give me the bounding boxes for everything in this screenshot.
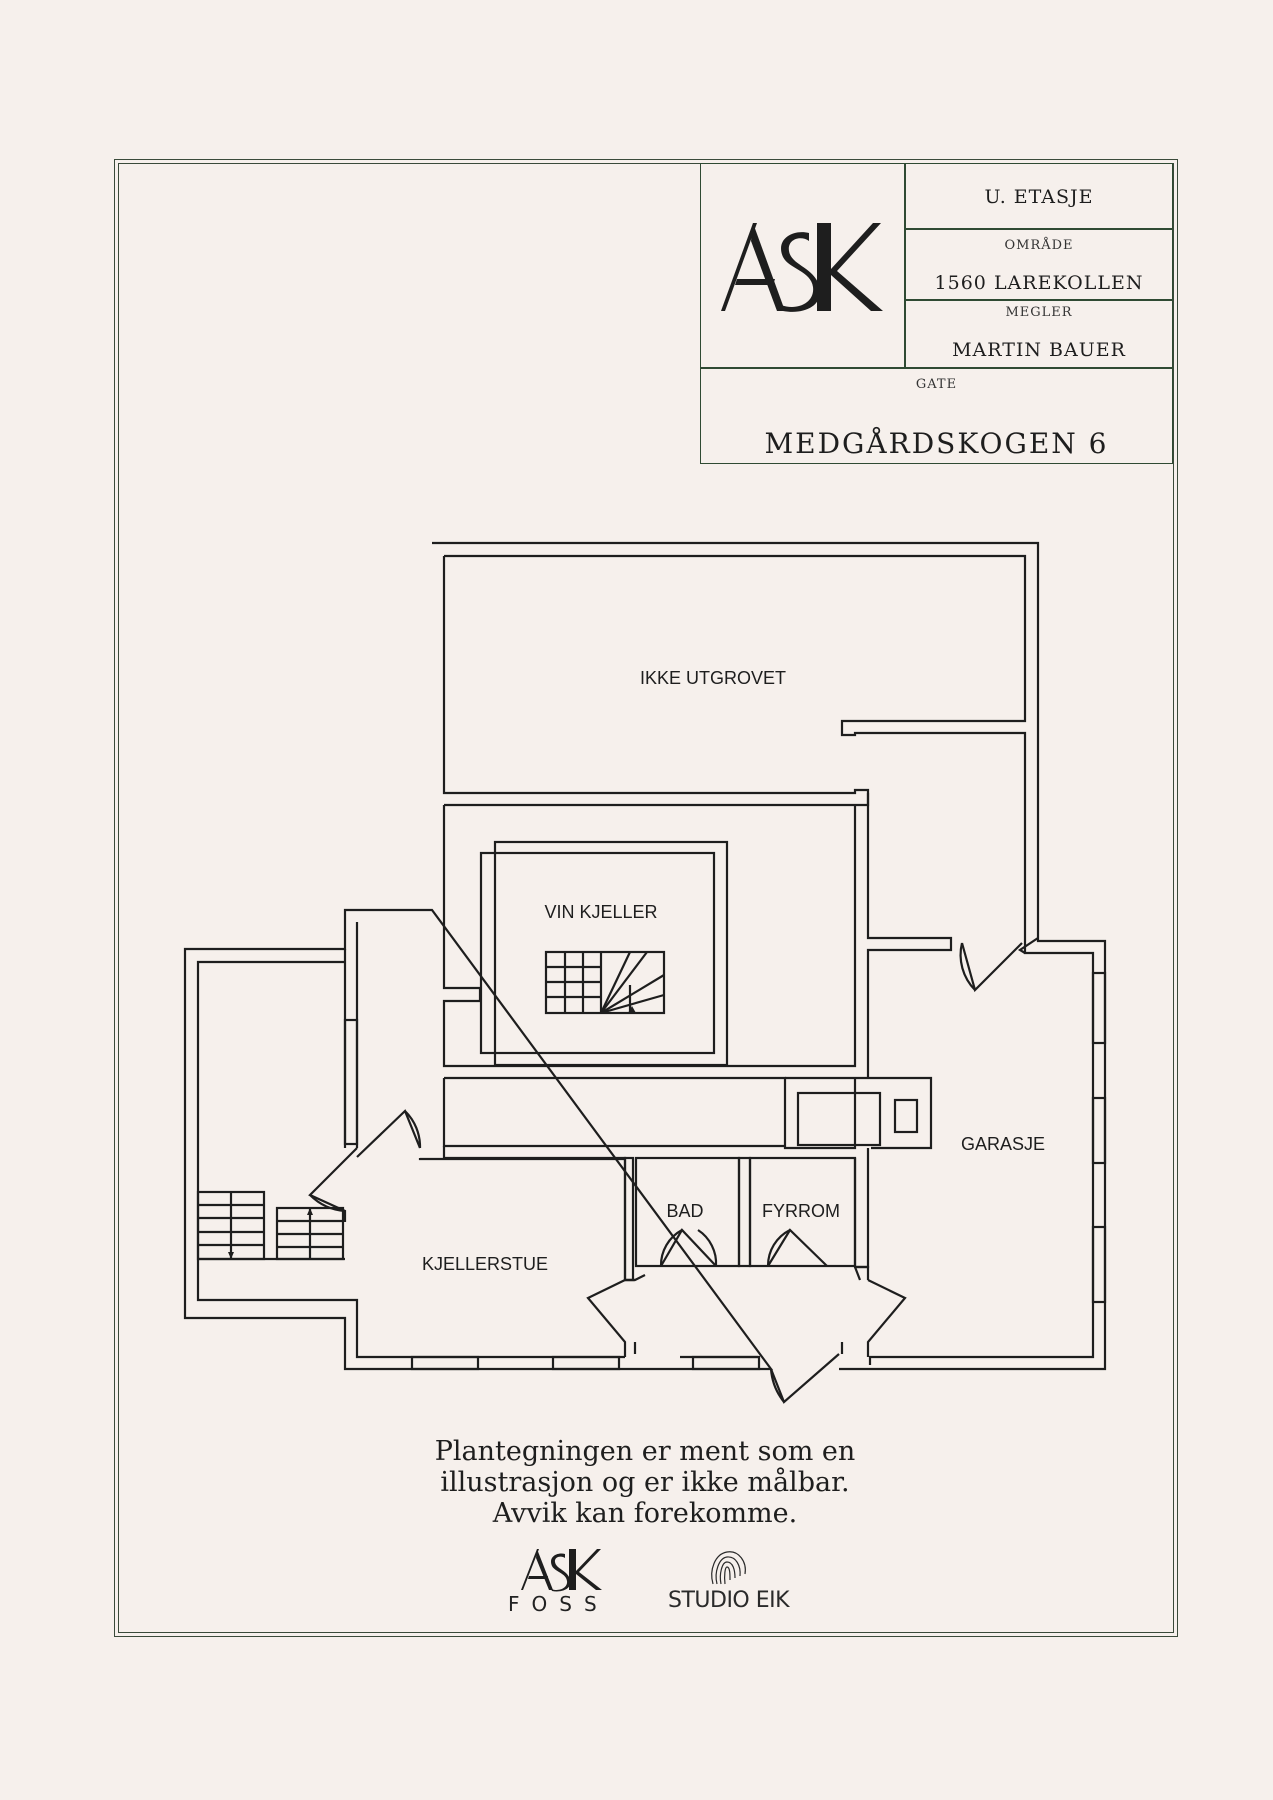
left-window [343, 1018, 359, 1146]
area-label: OMRÅDE [1004, 238, 1074, 253]
door-entrance [769, 1353, 840, 1404]
page-frame-inner [118, 163, 1174, 1633]
hall-wall [625, 1265, 870, 1282]
floor-cell: U. ETASJE [905, 163, 1173, 229]
room-label-ikke-utgrovet: IKKE UTGROVET [640, 668, 786, 688]
door-kjellerstue [308, 1109, 422, 1222]
chimney-box [796, 1091, 882, 1147]
broker-value: MARTIN BAUER [952, 339, 1126, 361]
broker-label: MEGLER [1005, 305, 1073, 320]
vin-kjeller-outer [442, 805, 857, 1068]
floor-label: U. ETASJE [984, 186, 1094, 208]
vin-kjeller-stair [544, 950, 666, 1015]
room-label-garasje: GARASJE [961, 1134, 1045, 1154]
area-cell: OMRÅDE 1560 LAREKOLLEN [905, 229, 1173, 300]
outer-wall [183, 541, 1107, 1371]
page-frame-outer [114, 159, 1178, 1637]
disclaimer-line-2: illustrasjon og er ikke målbar. [440, 1467, 850, 1498]
bottom-windows [410, 1355, 761, 1371]
street-value: MEDGÅRDSKOGEN 6 [764, 427, 1109, 460]
title-block-logo-cell [700, 163, 905, 368]
street-cell: GATE MEDGÅRDSKOGEN 6 [700, 368, 1173, 464]
disclaimer-line-1: Plantegningen er ment som en [434, 1436, 856, 1467]
studio-eik-wordmark: STUDIO EIK [668, 1588, 790, 1613]
left-stair [196, 1190, 345, 1261]
door-bad [659, 1228, 718, 1267]
foss-wordmark: FOSS [508, 1592, 609, 1616]
garage-windows [1091, 971, 1107, 1304]
room-label-bad: BAD [666, 1201, 703, 1221]
ask-foss-logo [521, 1549, 602, 1592]
area-value: 1560 LAREKOLLEN [934, 272, 1144, 294]
street-label: GATE [915, 377, 958, 392]
room-label-fyrrom: FYRROM [762, 1201, 840, 1221]
right-corridor-wall [866, 793, 953, 1078]
disclaimer: Plantegningen er ment som en illustrasjo… [380, 1436, 910, 1529]
vin-kjeller-room [493, 840, 729, 1067]
room-label-vin-kjeller: VIN KJELLER [544, 902, 657, 922]
room-label-kjellerstue: KJELLERSTUE [422, 1254, 548, 1274]
door-garasje [959, 942, 1023, 993]
corridor [586, 1279, 907, 1357]
ask-logo [720, 222, 883, 312]
disclaimer-line-3: Avvik kan forekomme. [492, 1498, 798, 1529]
broker-cell: MEGLER MARTIN BAUER [905, 300, 1173, 368]
studio-eik-fingerprint-icon [711, 1551, 746, 1585]
door-fyrrom [766, 1228, 828, 1267]
